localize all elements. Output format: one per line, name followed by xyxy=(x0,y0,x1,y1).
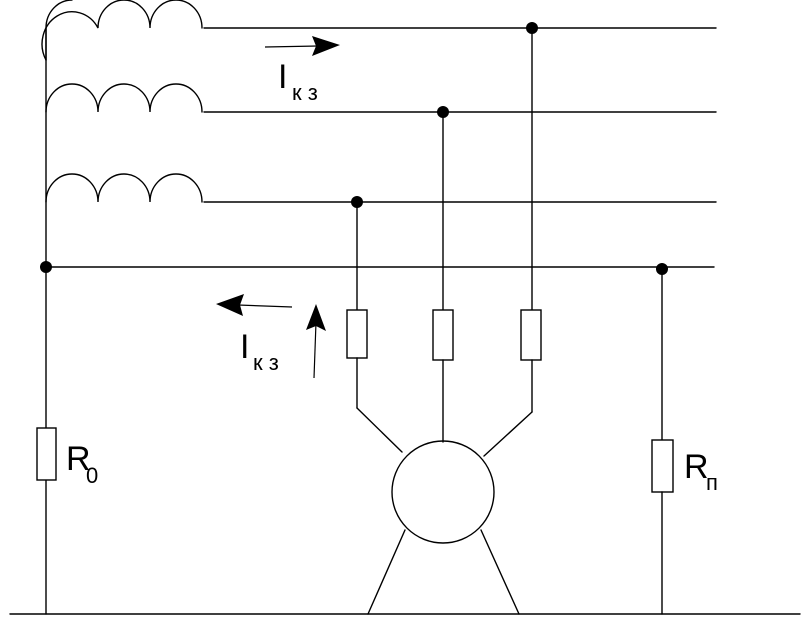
fuse-a xyxy=(520,309,542,361)
arrow-left-icon xyxy=(216,294,244,316)
resistor-rp-sub: п xyxy=(706,470,718,495)
fuse-b xyxy=(432,309,454,361)
current-label-top: I xyxy=(278,58,287,96)
winding-phase-a-left xyxy=(45,0,73,61)
winding-phase-c xyxy=(45,173,203,203)
arrow-right-shaft xyxy=(264,45,319,48)
fuse-c xyxy=(346,309,368,359)
resistor-rp xyxy=(651,439,674,493)
motor-leg-right xyxy=(480,529,520,615)
lead-a-diag xyxy=(483,411,533,457)
arrow-left-shaft xyxy=(237,304,293,308)
arrow-right-icon xyxy=(312,36,340,56)
junction-dot-neutral xyxy=(40,261,52,273)
resistor-r0-sub: 0 xyxy=(86,463,98,488)
arrow-up-shaft xyxy=(313,321,317,379)
lead-c-diag xyxy=(356,407,403,453)
current-label-top-sub: к з xyxy=(292,80,318,105)
motor-leg-left xyxy=(367,529,406,615)
resistor-r0-label: R xyxy=(66,440,91,478)
resistor-r0 xyxy=(36,427,57,481)
winding-phase-a xyxy=(41,0,203,61)
winding-phase-b xyxy=(45,83,203,113)
current-label-bottom-sub: к з xyxy=(253,350,279,375)
arrow-up-icon xyxy=(306,304,326,331)
motor-circle xyxy=(391,440,495,544)
current-label-bottom: I xyxy=(240,328,249,366)
resistor-rp-label: R xyxy=(684,448,709,486)
